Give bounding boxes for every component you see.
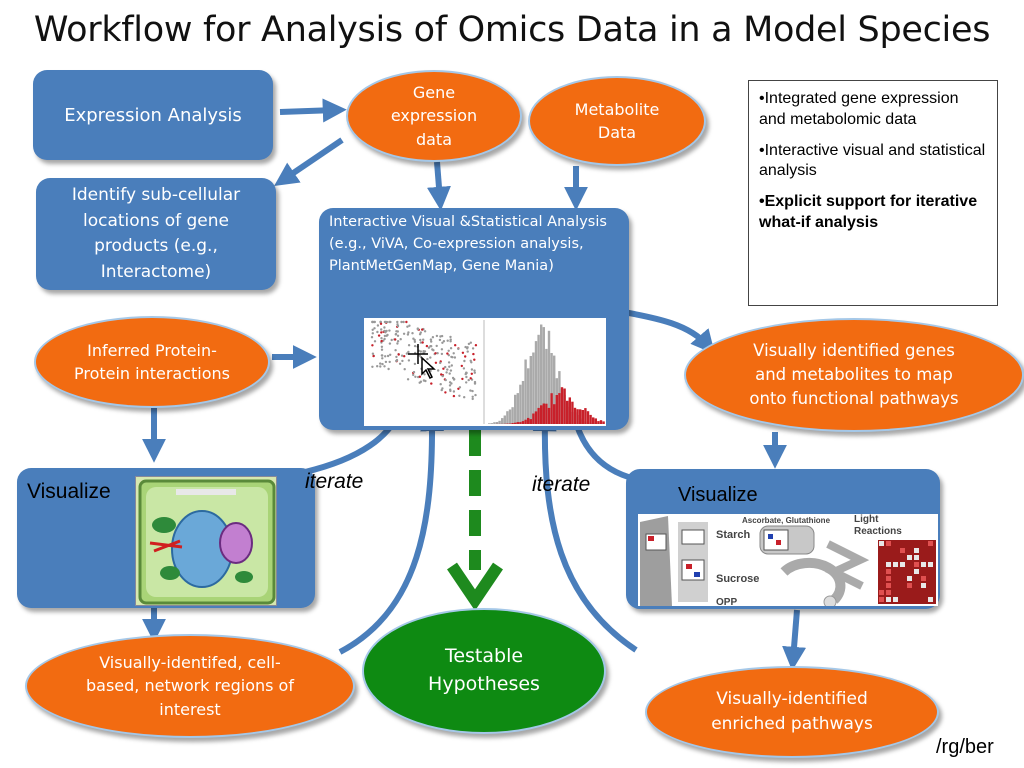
histogram-bars: [488, 324, 605, 424]
iterate-right-label: iterate: [532, 473, 591, 496]
features-note-box: •Integrated gene expression and metabolo…: [748, 80, 998, 306]
testable-hypotheses-oval: Testable Hypotheses: [362, 608, 606, 734]
pathway-ascorbate-label: Ascorbate, Glutathione: [742, 516, 831, 525]
arrow-gene-to-subcellular: [274, 137, 344, 187]
pathway-light-label: Light: [854, 514, 879, 525]
page-title: Workflow for Analysis of Omics Data in a…: [33, 10, 991, 50]
gene-expression-label: Gene expression data: [390, 83, 478, 149]
scatter-points: [370, 320, 478, 401]
visual-genes-oval: Visually identified genes and metabolite…: [684, 318, 1024, 432]
credit-label: /rg/ber: [936, 736, 994, 758]
scatter-histogram-panel: [364, 318, 606, 426]
cell-diagram-image: [135, 476, 277, 606]
gene-expression-oval: Gene expression data: [346, 70, 522, 162]
pathway-map-image: Starch Sucrose OPP Ascorbate, Glutathion…: [638, 514, 938, 606]
visual-genes-label: Visually identified genes and metabolite…: [749, 341, 959, 408]
cell-regions-oval: Visually-identifed, cell-based, network …: [25, 634, 355, 738]
interactive-analysis-label: Interactive Visual &Statistical Analysis…: [329, 214, 607, 274]
expression-analysis-box: Expression Analysis: [33, 70, 273, 160]
arrow-cellregions-to-interactive: [338, 407, 445, 655]
pathway-reactions-label: Reactions: [854, 526, 902, 537]
pathway-sucrose-label: Sucrose: [716, 573, 759, 585]
expression-analysis-label: Expression Analysis: [64, 104, 242, 126]
subcellular-box: Identify sub-cellular locations of gene …: [36, 178, 276, 290]
cell-regions-label: Visually-identifed, cell-based, network …: [86, 653, 294, 719]
note-item-3: •Explicit support for iterative what-if …: [759, 193, 978, 231]
visualize-right-label: Visualize: [678, 484, 758, 506]
enriched-pathways-label: Visually-identified enriched pathways: [711, 689, 873, 734]
ppi-oval: Inferred Protein-Protein interactions: [34, 316, 270, 408]
note-item-1: •Integrated gene expression and metabolo…: [759, 90, 959, 128]
subcellular-label: Identify sub-cellular locations of gene …: [71, 185, 241, 282]
visualize-left-label: Visualize: [27, 480, 111, 503]
note-item-2: •Interactive visual and statistical anal…: [759, 141, 986, 180]
arrow-interactive-to-hypotheses: [447, 430, 503, 611]
plot-thumbnail: [370, 320, 605, 424]
ppi-label: Inferred Protein-Protein interactions: [73, 340, 231, 383]
arrow-expression-to-gene: [279, 98, 347, 123]
arrow-hypotheses-to-interactive: [532, 407, 638, 653]
metabolite-oval: Metabolite Data: [528, 76, 706, 166]
arrow-visualize-to-enriched: [782, 609, 807, 671]
iterate-left-label: iterate: [305, 470, 364, 493]
pathway-heatmap: [879, 541, 933, 602]
arrow-gene-to-interactive: [426, 161, 451, 211]
pathway-opp-label: OPP: [716, 597, 737, 606]
metabolite-label: Metabolite Data: [574, 99, 660, 142]
cursor-icon: [408, 344, 436, 380]
testable-hypotheses-label: Testable Hypotheses: [428, 645, 540, 695]
enriched-pathways-oval: Visually-identified enriched pathways: [645, 666, 939, 758]
pathway-starch-label: Starch: [716, 529, 751, 541]
